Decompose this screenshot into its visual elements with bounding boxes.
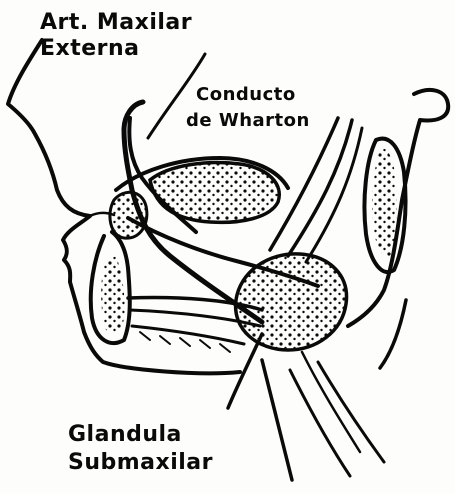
- neck-posterior: [380, 300, 406, 368]
- duct-label-line2: de Wharton: [186, 112, 310, 130]
- muscle-hatch: [140, 332, 230, 352]
- neck-front: [262, 360, 292, 480]
- floor-line-3: [132, 326, 244, 344]
- artery-label-line2: Externa: [40, 38, 140, 60]
- duct-leader-3: [306, 128, 362, 262]
- neck-muscle-2: [318, 362, 384, 462]
- gland-label-line1: Glandula: [68, 424, 182, 446]
- sublingual-gland: [150, 163, 279, 223]
- artery-label-line1: Art. Maxilar: [40, 12, 192, 34]
- gland-label-line2: Submaxilar: [68, 452, 213, 474]
- mandible-dots: [101, 256, 124, 334]
- parotid-dots: [372, 149, 397, 257]
- front-gland-mass: [110, 192, 147, 238]
- submaxillary-gland: [236, 254, 347, 350]
- neck-muscle-3: [302, 352, 360, 452]
- duct-label-line1: Conducto: [196, 86, 296, 104]
